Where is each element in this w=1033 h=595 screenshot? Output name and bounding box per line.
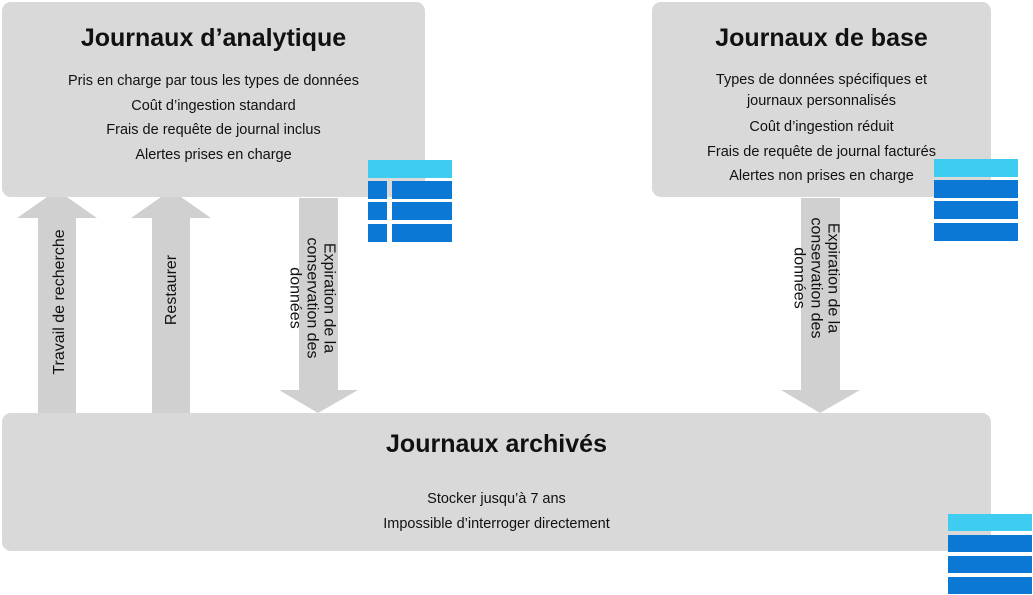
search-job-arrow (17, 190, 97, 413)
archive-table-icon (948, 514, 1032, 594)
label-line: données (286, 267, 304, 329)
retention-left-arrow (279, 198, 358, 413)
archived-logs-features: Stocker jusqu’à 7 ans Impossible d’inter… (2, 487, 991, 536)
feature-line: Types de données spécifiques et (715, 72, 928, 88)
analytics-logs-features: Pris en charge par tous les types de don… (2, 69, 425, 167)
analytics-logs-title: Journaux d’analytique (80, 24, 347, 52)
label-line: conservation des (303, 237, 321, 359)
feature-line: Pris en charge par tous les types de don… (68, 73, 359, 89)
feature-line: Stocker jusqu’à 7 ans (427, 491, 566, 507)
archived-logs-title: Journaux archivés (386, 430, 607, 458)
feature-line: Alertes non prises en charge (729, 168, 914, 184)
basic-logs-title: Journaux de base (715, 24, 928, 52)
label-line: conservation des (807, 217, 825, 339)
feature-line: Coût d’ingestion standard (131, 97, 296, 114)
label-line: Expiration de la (824, 222, 842, 334)
feature-line: Frais de requête de journal facturés (707, 143, 936, 160)
retention-left-label: Expiration de la conservation des donnée… (287, 238, 338, 359)
basic-logs-features: Types de données spécifiques et journaux… (652, 70, 991, 189)
archived-logs-box: Journaux archivés Stocker jusqu’à 7 ans … (2, 413, 991, 551)
search-job-label: Travail de recherche (51, 229, 68, 375)
retention-right-arrow (781, 198, 860, 413)
restore-label: Restaurer (163, 254, 180, 326)
analytics-logs-box: Journaux d’analytique Pris en charge par… (2, 2, 425, 197)
feature-line: Coût d’ingestion réduit (749, 119, 894, 135)
feature-line: Frais de requête de journal inclus (106, 122, 321, 138)
feature-line: Impossible d’interroger directement (383, 515, 610, 532)
label-line: données (790, 247, 808, 309)
restore-arrow (131, 190, 211, 413)
analytics-table-icon (368, 160, 452, 242)
basic-table-icon (934, 159, 1018, 241)
feature-line: journaux personnalisés (746, 93, 897, 109)
label-line: Expiration de la (320, 242, 338, 354)
feature-line: Alertes prises en charge (135, 146, 292, 163)
retention-right-label: Expiration de la conservation des donnée… (791, 218, 842, 339)
